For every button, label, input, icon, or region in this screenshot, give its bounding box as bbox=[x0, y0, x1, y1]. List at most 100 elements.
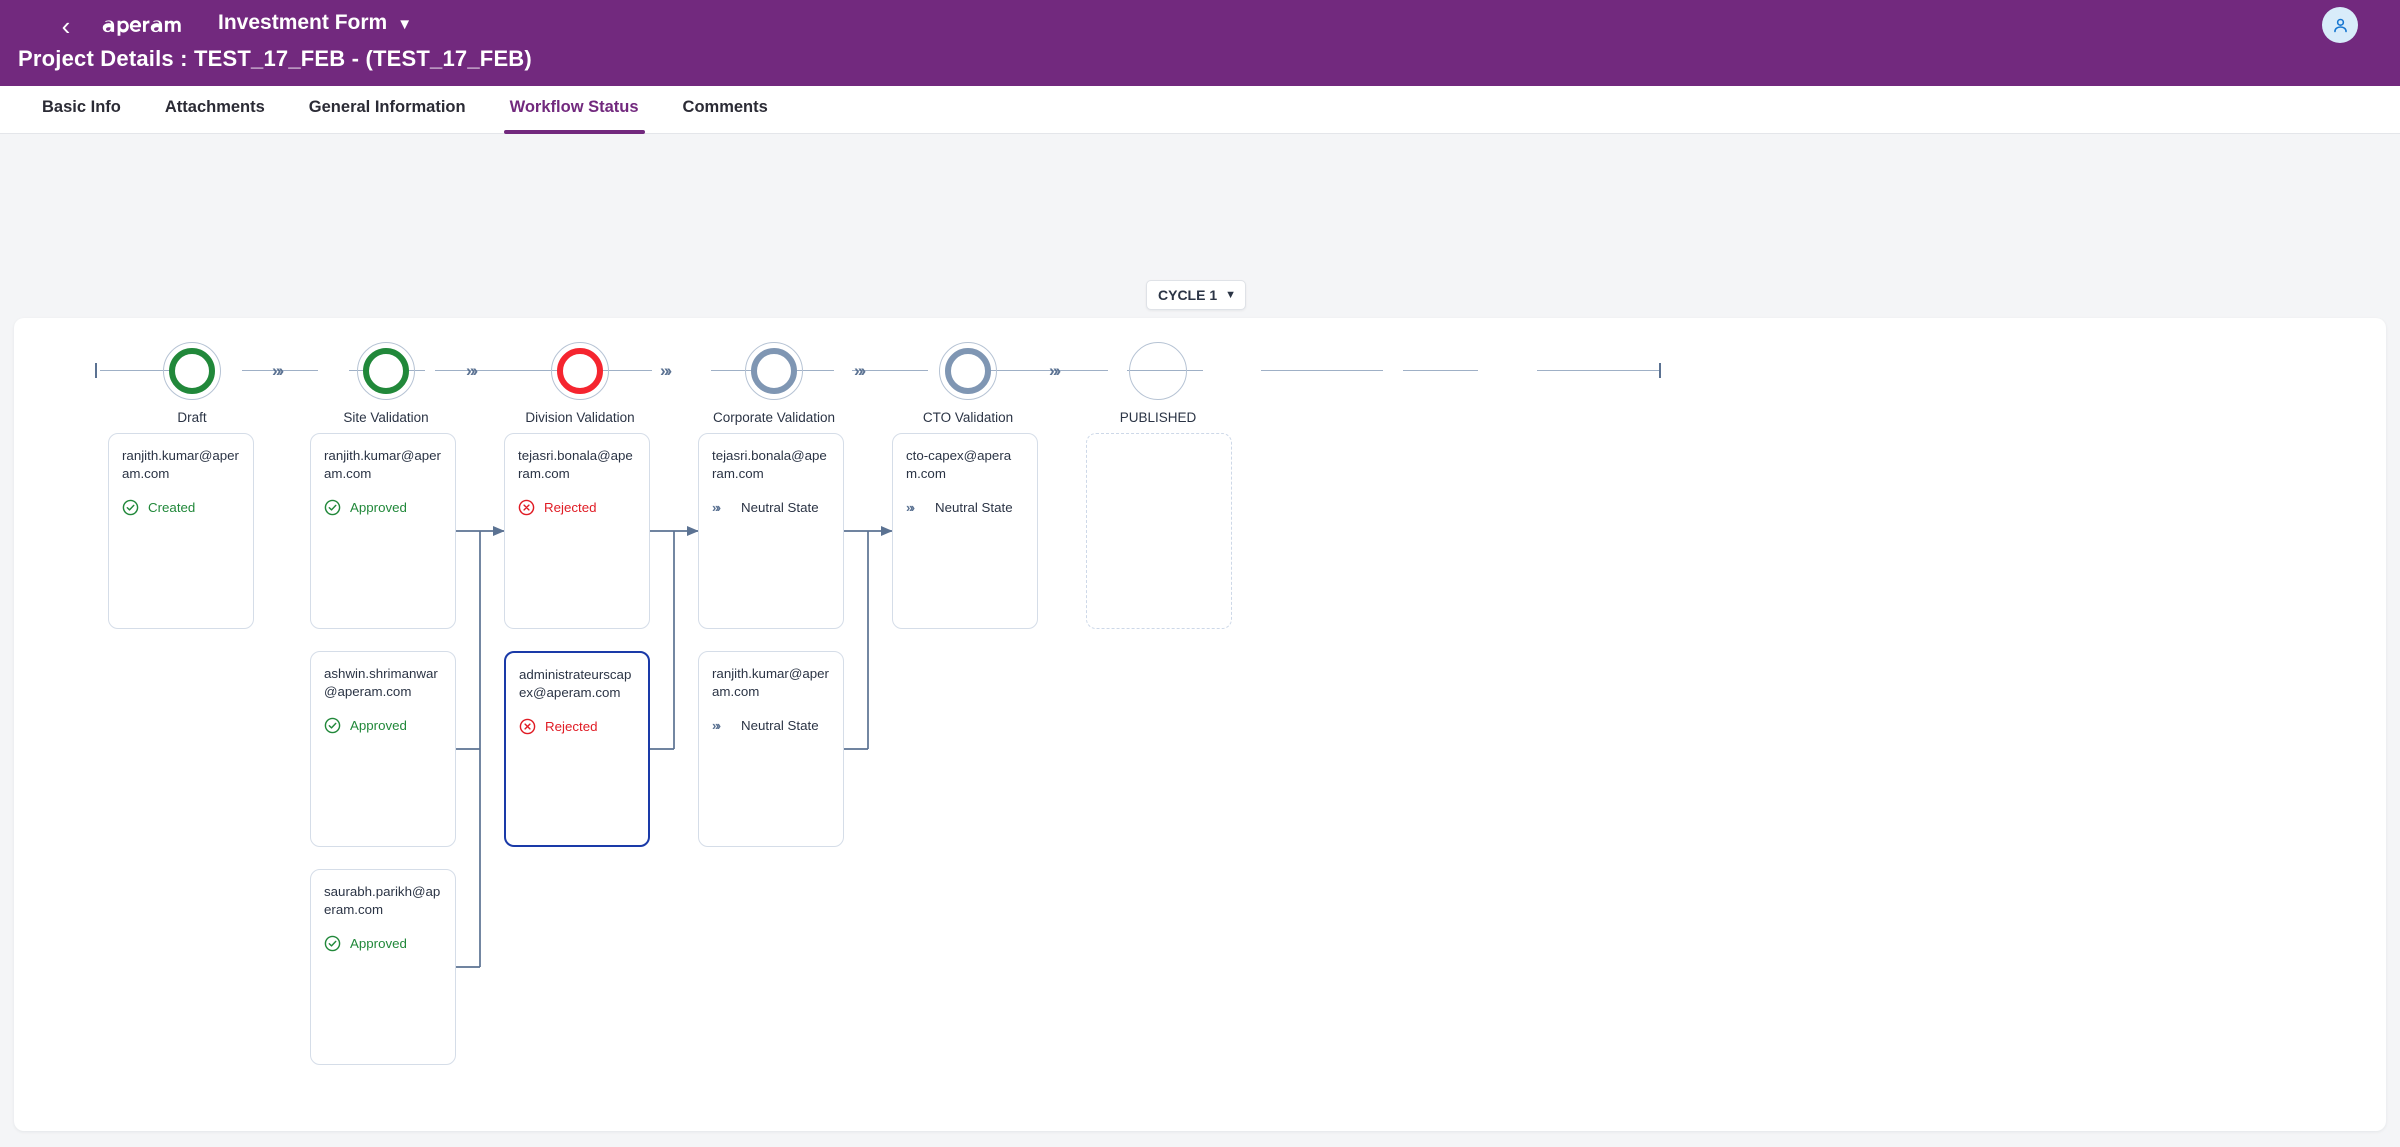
chevron-left-icon: ‹ bbox=[61, 11, 71, 41]
card-status: »› Neutral State bbox=[712, 499, 830, 516]
stepper-line bbox=[100, 370, 174, 372]
step-status-ring bbox=[939, 342, 997, 400]
x-circle-icon bbox=[519, 718, 536, 735]
step-label: Draft bbox=[177, 410, 207, 425]
card-status-label: Approved bbox=[350, 500, 407, 515]
step-label: CTO Validation bbox=[922, 410, 1014, 425]
workflow-card[interactable]: ranjith.kumar@aperam.com Created bbox=[108, 433, 254, 629]
stepper-start-cap bbox=[95, 363, 98, 378]
check-circle-icon bbox=[324, 717, 341, 734]
card-status: Approved bbox=[324, 717, 442, 734]
cycle-select[interactable]: CYCLE 1 ▼ bbox=[1146, 280, 1246, 310]
card-status-label: Approved bbox=[350, 936, 407, 951]
workflow-canvas: »› »› »› »› »› Draft Site Validation Div… bbox=[14, 318, 2386, 1131]
tab-bar: Basic Info Attachments General Informati… bbox=[0, 86, 2400, 134]
step-status-ring bbox=[745, 342, 803, 400]
card-status: Approved bbox=[324, 935, 442, 952]
card-status: »› Neutral State bbox=[906, 499, 1024, 516]
cycle-select-label: CYCLE 1 bbox=[1158, 287, 1218, 303]
step-label: Corporate Validation bbox=[712, 410, 836, 425]
chevron-triple-right-icon: »› bbox=[906, 500, 915, 515]
workflow-card[interactable]: saurabh.parikh@aperam.com Approved bbox=[310, 869, 456, 1065]
workflow-card[interactable]: ranjith.kumar@aperam.com Approved bbox=[310, 433, 456, 629]
chevron-triple-right-icon: »› bbox=[1049, 361, 1061, 380]
chevron-triple-right-icon: »› bbox=[466, 361, 478, 380]
step-status-ring bbox=[1129, 342, 1187, 400]
check-circle-icon bbox=[324, 935, 341, 952]
workflow-card[interactable]: ranjith.kumar@aperam.com »› Neutral Stat… bbox=[698, 651, 844, 847]
card-status: Created bbox=[122, 499, 240, 516]
card-status-label: Neutral State bbox=[935, 500, 1013, 515]
stepper-line bbox=[1403, 370, 1478, 372]
step-corporate-validation[interactable]: Corporate Validation bbox=[712, 342, 836, 425]
workflow-card[interactable]: ashwin.shrimanwar@aperam.com Approved bbox=[310, 651, 456, 847]
stepper-line bbox=[852, 370, 928, 372]
step-label: PUBLISHED bbox=[1119, 410, 1197, 425]
card-email: tejasri.bonala@aperam.com bbox=[518, 448, 633, 481]
tab-attachments[interactable]: Attachments bbox=[164, 98, 265, 116]
tab-workflow-status[interactable]: Workflow Status bbox=[488, 86, 661, 134]
card-email: administrateurscapex@aperam.com bbox=[519, 667, 632, 700]
card-email: ashwin.shrimanwar@aperam.com bbox=[324, 666, 438, 699]
chevron-triple-right-icon: »› bbox=[712, 718, 721, 733]
chevron-down-icon: ▼ bbox=[397, 15, 413, 33]
check-circle-icon bbox=[122, 499, 139, 516]
card-email: cto-capex@aperam.com bbox=[906, 448, 1012, 481]
chevron-triple-right-icon: »› bbox=[854, 361, 866, 380]
workflow-stepper: »› »› »› »› »› Draft Site Validation Div… bbox=[14, 318, 2386, 448]
workflow-card-placeholder[interactable] bbox=[1086, 433, 1232, 629]
card-email: saurabh.parikh@aperam.com bbox=[324, 884, 441, 917]
card-status-label: Neutral State bbox=[741, 500, 819, 515]
step-cto-validation[interactable]: CTO Validation bbox=[908, 342, 1028, 425]
chevron-triple-right-icon: »› bbox=[712, 500, 721, 515]
back-button[interactable]: ‹ bbox=[48, 8, 84, 44]
card-status-label: Created bbox=[148, 500, 196, 515]
card-email: ranjith.kumar@aperam.com bbox=[712, 666, 829, 699]
app-header: ‹ Investment Form ▼ bbox=[0, 0, 2400, 86]
step-status-ring bbox=[551, 342, 609, 400]
step-division-validation[interactable]: Division Validation bbox=[520, 342, 640, 425]
aperam-logo bbox=[102, 6, 198, 42]
form-type-dropdown[interactable]: Investment Form ▼ bbox=[218, 6, 412, 40]
stepper-line bbox=[576, 370, 652, 372]
card-status: Rejected bbox=[519, 718, 635, 735]
card-status-label: Neutral State bbox=[741, 718, 819, 733]
stepper-end-cap bbox=[1659, 363, 1662, 378]
user-avatar-icon bbox=[2333, 18, 2347, 32]
workflow-card-selected[interactable]: administrateurscapex@aperam.com Rejected bbox=[504, 651, 651, 847]
step-draft[interactable]: Draft bbox=[132, 342, 252, 425]
step-status-ring bbox=[357, 342, 415, 400]
chevron-triple-right-icon: »› bbox=[660, 361, 672, 380]
card-status-label: Rejected bbox=[544, 500, 597, 515]
stepper-line bbox=[1261, 370, 1383, 372]
workflow-card[interactable]: tejasri.bonala@aperam.com Rejected bbox=[504, 433, 650, 629]
x-circle-icon bbox=[518, 499, 535, 516]
step-site-validation[interactable]: Site Validation bbox=[326, 342, 446, 425]
stepper-line bbox=[985, 370, 1108, 372]
stepper-line bbox=[242, 370, 318, 372]
card-status: »› Neutral State bbox=[712, 717, 830, 734]
card-status-label: Rejected bbox=[545, 719, 598, 734]
workflow-card[interactable]: tejasri.bonala@aperam.com »› Neutral Sta… bbox=[698, 433, 844, 629]
tab-general-information[interactable]: General Information bbox=[308, 98, 466, 116]
check-circle-icon bbox=[324, 499, 341, 516]
form-type-label: Investment Form bbox=[218, 11, 388, 34]
tab-basic-info[interactable]: Basic Info bbox=[42, 98, 121, 116]
stepper-line bbox=[435, 370, 558, 372]
step-status-ring bbox=[163, 342, 221, 400]
step-label: Division Validation bbox=[525, 410, 635, 425]
chevron-triple-right-icon: »› bbox=[272, 361, 284, 380]
card-email: ranjith.kumar@aperam.com bbox=[122, 448, 239, 481]
step-published[interactable]: PUBLISHED bbox=[1098, 342, 1218, 425]
card-status: Rejected bbox=[518, 499, 636, 516]
card-status: Approved bbox=[324, 499, 442, 516]
page-title: Project Details : TEST_17_FEB - (TEST_17… bbox=[18, 46, 532, 71]
workflow-card[interactable]: cto-capex@aperam.com »› Neutral State bbox=[892, 433, 1045, 629]
card-status-label: Approved bbox=[350, 718, 407, 733]
card-email: ranjith.kumar@aperam.com bbox=[324, 448, 441, 481]
tab-comments[interactable]: Comments bbox=[682, 98, 768, 116]
user-avatar[interactable] bbox=[2322, 7, 2358, 43]
step-label: Site Validation bbox=[343, 410, 429, 425]
chevron-down-icon: ▼ bbox=[1225, 289, 1236, 301]
card-email: tejasri.bonala@aperam.com bbox=[712, 448, 827, 481]
